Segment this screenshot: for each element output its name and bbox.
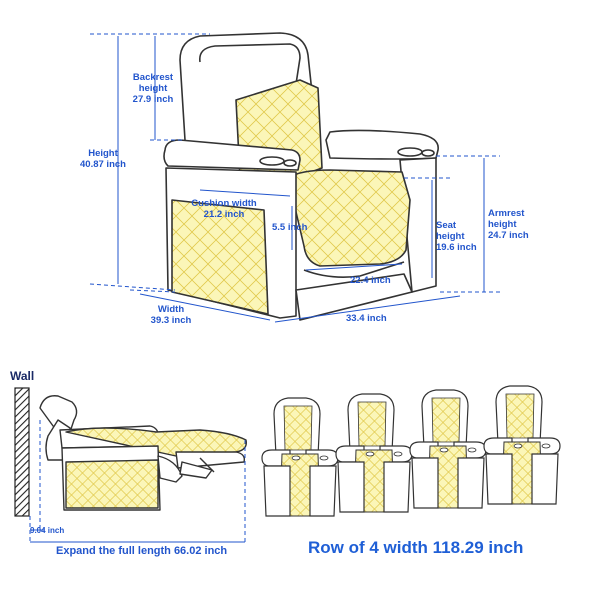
seat-height-label: Seat height bbox=[436, 220, 465, 242]
backrest-height-value: 27.9 inch bbox=[132, 94, 174, 105]
side-view bbox=[14, 387, 247, 543]
cushion-width-value: 21.2 inch bbox=[203, 209, 245, 220]
height-label: Height bbox=[88, 148, 118, 159]
width-value: 39.3 inch bbox=[150, 315, 192, 326]
wall-gap-value: 9.04 inch bbox=[30, 526, 65, 535]
armrest-height-label: Armrest height bbox=[488, 208, 525, 230]
row-seat-1 bbox=[261, 397, 339, 517]
row-seat-2 bbox=[335, 393, 413, 513]
depth-value: 33.4 inch bbox=[346, 313, 387, 324]
wall-hatch bbox=[14, 387, 30, 517]
main-dimension-lines bbox=[89, 33, 500, 323]
armrest-height-value: 24.7 inch bbox=[488, 230, 529, 241]
seat-cushion-quilted bbox=[287, 169, 411, 267]
row-width-label: Row of 4 width 118.29 inch bbox=[308, 538, 524, 557]
seat-depth-value: 22.4 inch bbox=[350, 275, 391, 286]
backrest-height-label: Backrest height bbox=[132, 72, 174, 94]
cushion-depth-value: 5.5 inch bbox=[272, 222, 308, 233]
full-length-label: Expand the full length 66.02 inch bbox=[56, 545, 228, 557]
width-label: Width bbox=[157, 304, 185, 315]
side-armrest-quilted bbox=[65, 459, 159, 509]
cushion-width-label: Cushion width bbox=[191, 198, 257, 209]
wall-label: Wall bbox=[10, 369, 35, 383]
cup-holder-icon bbox=[259, 156, 285, 166]
row-seat-4 bbox=[483, 385, 561, 505]
height-value: 40.87 inch bbox=[80, 159, 126, 170]
cup-holder-icon bbox=[397, 147, 423, 157]
armrest-quilted-panel bbox=[171, 199, 269, 315]
seat-height-value: 19.6 inch bbox=[436, 242, 477, 253]
main-chair bbox=[163, 32, 439, 321]
row-seat-3 bbox=[409, 389, 487, 509]
row-of-four bbox=[261, 385, 561, 517]
